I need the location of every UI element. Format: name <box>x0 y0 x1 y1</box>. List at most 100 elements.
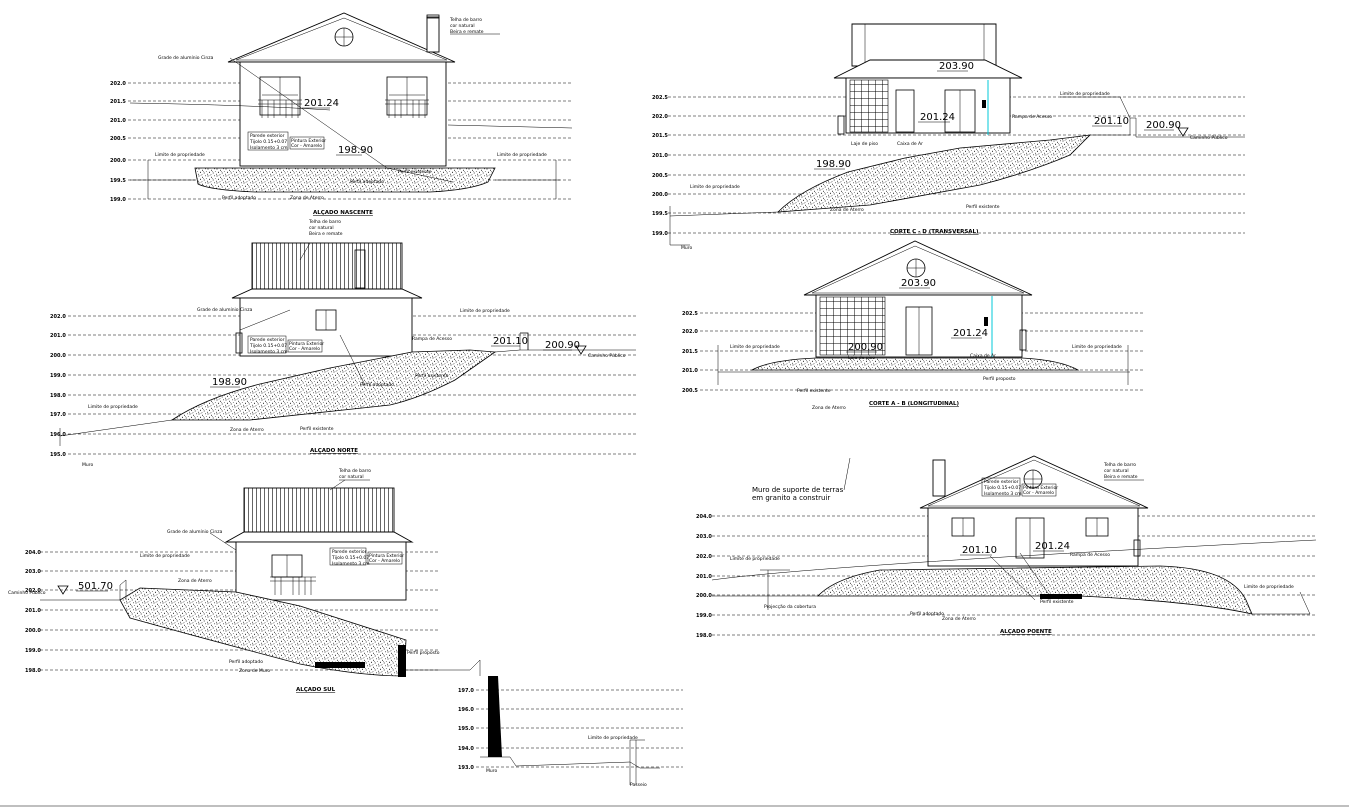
level-labels: 202.5 202.0 201.5 201.0 200.5 <box>682 311 698 394</box>
fill-zone <box>776 134 1092 213</box>
annotation: Caminho Público <box>588 352 626 359</box>
house-wall <box>235 541 407 601</box>
level-labels: 202.5 202.0 201.5 201.0 200.5 200.0 199.… <box>652 95 668 237</box>
annotation: Rampa de Acesso <box>1070 552 1110 558</box>
level-label: 200.0 <box>25 628 41 634</box>
elevation-label: 201.24 <box>953 328 988 339</box>
annotation: Grade de alumínio Cinza <box>158 54 214 61</box>
view-title: ALÇADO NORTE <box>310 448 358 454</box>
level-label: 202.0 <box>652 114 668 120</box>
annotation: Cor - Amarelo <box>289 346 320 352</box>
annotation: Perfil adoptado <box>222 195 256 201</box>
view-alcado-poente: 204.0 203.0 202.0 201.0 200.0 199.0 198.… <box>696 455 1317 639</box>
elevation-label: 201.10 <box>962 545 997 556</box>
level-label: 199.0 <box>652 231 668 237</box>
level-label: 203.0 <box>696 534 712 540</box>
level-label: 202.5 <box>652 95 668 101</box>
level-label: 200.5 <box>682 388 698 394</box>
elevation-label: 203.90 <box>939 61 974 72</box>
annotation: cor natural <box>309 225 334 231</box>
annotation: Zona de Aterro <box>812 405 846 411</box>
level-label: 198.0 <box>25 668 41 674</box>
annotation: Grade de alumínio Cinza <box>197 306 253 313</box>
annotation: Telha de barro <box>338 468 371 474</box>
annotation: Perfil existente <box>1040 599 1074 605</box>
annotation: Limite de propriedade <box>730 556 780 562</box>
annotation: Muro <box>82 462 93 468</box>
fill-zone <box>817 565 1253 615</box>
level-label: 200.0 <box>696 593 712 599</box>
annotation: Parede exterior <box>332 549 367 555</box>
level-label: 199.5 <box>652 211 668 217</box>
retaining-wall-note: Muro de suporte de terras em granito a c… <box>752 457 851 502</box>
house-roof <box>227 12 456 63</box>
level-label: 200.5 <box>652 173 668 179</box>
level-labels: 202.0 201.5 201.0 200.5 200.0 199.5 199.… <box>110 81 126 203</box>
annotation: Tijolo 0.15+0.07 <box>249 343 287 349</box>
annotation: Cor - Amarelo <box>1023 490 1054 496</box>
elevation-label: 203.90 <box>901 278 936 289</box>
level-label: 199.0 <box>50 373 66 379</box>
annotation: cor natural <box>450 23 475 29</box>
annotation: Caminho Público <box>8 589 46 596</box>
level-label: 199.0 <box>696 613 712 619</box>
annotation: Tijolo 0.15+0.07 <box>983 485 1021 491</box>
retaining-wall <box>398 645 406 677</box>
level-label: 204.0 <box>25 550 41 556</box>
level-label: 201.0 <box>696 574 712 580</box>
annotation: Rampa de Acesso <box>1012 114 1052 120</box>
roof <box>251 242 403 290</box>
annotation: Pintura Exterior <box>291 138 326 144</box>
elevation-label: 201.24 <box>1035 541 1070 552</box>
view-corte-cd: 202.5 202.0 201.5 201.0 200.5 200.0 199.… <box>652 23 1245 251</box>
elevation-label: 201.10 <box>1094 116 1129 127</box>
elevation-label: 201.24 <box>304 98 339 109</box>
annotation: Telha de barro <box>1103 462 1136 468</box>
annotation: Perfil adoptado <box>350 179 384 185</box>
roof <box>243 487 395 533</box>
annotation: Perfil proposto <box>407 650 440 656</box>
level-label: 201.0 <box>25 608 41 614</box>
chimney <box>426 16 440 53</box>
annotation: Perfil existente <box>398 169 432 175</box>
annotation: Perfil adoptado <box>229 659 263 665</box>
annotation: Beira e remate <box>309 231 343 237</box>
view-alcado-sul: 204.0 203.0 202.0 201.0 200.0 199.0 198.… <box>8 468 481 693</box>
annotation: Isolamento 3 cm <box>984 491 1022 497</box>
annotation: Projecção da cobertura <box>764 604 816 610</box>
level-label: 193.0 <box>458 765 474 771</box>
annotation: Limite de propriedade <box>690 184 740 190</box>
level-labels: 204.0 203.0 202.0 201.0 200.0 199.0 198.… <box>25 550 41 674</box>
elevation-label: 201.24 <box>920 112 955 123</box>
level-label: 197.0 <box>50 412 66 418</box>
view-title: ALÇADO NASCENTE <box>313 210 373 216</box>
level-label: 204.0 <box>696 514 712 520</box>
level-label: 200.0 <box>50 353 66 359</box>
elevation-label: 200.90 <box>848 342 883 353</box>
fill-zone <box>194 167 496 193</box>
level-label: 195.0 <box>50 452 66 458</box>
annotation: Parede exterior <box>250 133 285 139</box>
level-label: 202.0 <box>50 314 66 320</box>
level-label: 203.0 <box>25 569 41 575</box>
view-title: CORTE A - B (LONGITUDINAL) <box>869 401 959 407</box>
level-label: 198.0 <box>696 633 712 639</box>
level-label: 196.0 <box>50 432 66 438</box>
level-label: 195.0 <box>458 726 474 732</box>
elevation-label: 198.90 <box>338 145 373 156</box>
level-label: 200.0 <box>110 158 126 164</box>
annotation: Limite de propriedade <box>1072 344 1122 350</box>
level-labels: 197.0 196.0 195.0 194.0 193.0 <box>458 688 474 771</box>
annotation: Caixa de Ar <box>970 353 996 359</box>
annotation: Zona de Aterro <box>178 578 212 584</box>
level-label: 199.0 <box>25 648 41 654</box>
level-labels: 204.0 203.0 202.0 201.0 200.0 199.0 198.… <box>696 514 712 639</box>
annotation: Laje de piso <box>848 355 875 361</box>
level-label: 202.0 <box>682 329 698 335</box>
annotation: Parede exterior <box>250 337 285 343</box>
house-wall <box>239 61 447 167</box>
level-lines <box>476 689 683 768</box>
annotation: Perfil existente <box>797 388 831 394</box>
level-label: 198.0 <box>50 393 66 399</box>
